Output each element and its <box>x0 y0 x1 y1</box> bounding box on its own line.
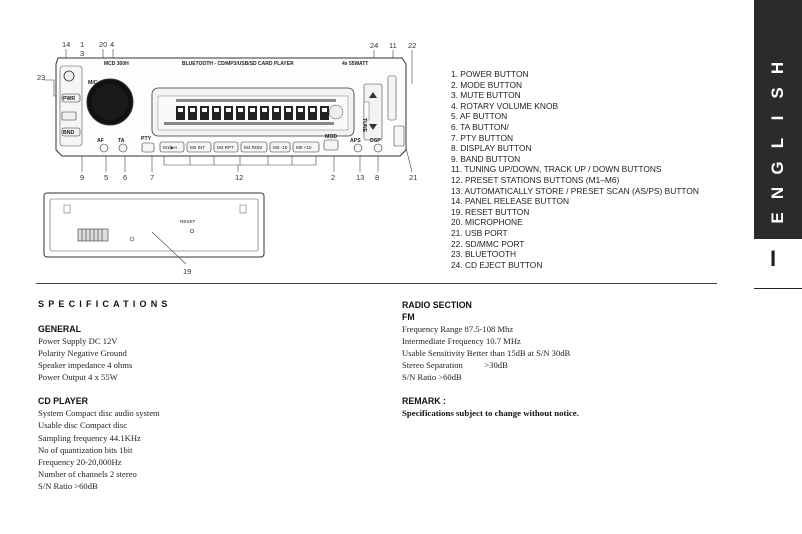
callout-23: 23 <box>37 73 46 82</box>
radio-line: Frequency Range 87.5-108 Mhz <box>402 324 514 334</box>
general-line: Polarity Negative Ground <box>38 348 127 359</box>
cd-player-line: System Compact disc audio system <box>38 408 160 419</box>
feature-item: 19. RESET BUTTON <box>451 206 530 217</box>
callout-22: 22 <box>408 41 417 50</box>
language-letter: E <box>768 212 787 224</box>
feature-item: 13. AUTOMATICALLY STORE / PRESET SCAN (A… <box>451 185 699 196</box>
cd-player-line: Usable disc Compact disc <box>38 420 128 431</box>
callout-9: 9 <box>80 173 85 182</box>
fm-subheading: FM <box>402 312 415 322</box>
general-heading: GENERAL <box>38 324 82 334</box>
radio-line: S/N Ratio >60dB <box>402 372 462 383</box>
page-rule <box>754 288 802 289</box>
feature-item: 4. ROTARY VOLUME KNOB <box>451 100 559 111</box>
cd-player-line: Number of channels 2 stereo <box>38 468 137 479</box>
feature-item: 24. CD EJECT BUTTON <box>451 259 543 270</box>
mod-label: MOD <box>325 134 337 140</box>
feature-list: 1. POWER BUTTON 2. MODE BUTTON 3. MUTE B… <box>451 69 699 270</box>
reset-leader-line <box>151 231 187 265</box>
callout-1: 1 <box>80 40 85 49</box>
faceplate-title: BLUETOOTH - CD/MP3/USB/SD CARD PLAYER <box>182 61 294 67</box>
callout-11: 11 <box>389 41 397 50</box>
callout-20: 20 <box>99 40 108 49</box>
reset-label: RESET <box>180 219 196 224</box>
cd-player-line: Sampling frequency 44.1KHz <box>38 432 141 443</box>
radio-section-heading: RADIO SECTION <box>402 300 472 310</box>
dsp-label: DSP <box>370 138 381 144</box>
feature-item: 12. PRESET STATIONS BUTTONS (M1–M6) <box>451 174 620 185</box>
specifications-left-column: SPECIFICATIONS GENERAL Power Supply DC 1… <box>38 299 172 492</box>
feature-item: 3. MUTE BUTTON <box>451 90 521 101</box>
remark-text: Specifications subject to change without… <box>402 408 579 419</box>
general-line: Power Supply DC 12V <box>38 336 118 346</box>
feature-item: 23. BLUETOOTH <box>451 249 517 260</box>
general-line: Speaker impedance 4 ohms <box>38 360 133 371</box>
cd-player-line: Frequency 20-20,000Hz <box>38 456 122 467</box>
remark-heading: REMARK : <box>402 396 446 407</box>
pty-label: PTY <box>141 136 152 142</box>
radio-line: Usable Sensitivity Better than 15dB at S… <box>402 348 571 359</box>
bnd-label: BND <box>63 130 74 136</box>
callout-14: 14 <box>62 40 71 49</box>
callout-13: 13 <box>356 173 365 182</box>
power-rating: 4x 55WATT <box>342 61 368 67</box>
callout-24: 24 <box>370 41 379 50</box>
feature-item: 2. MODE BUTTON <box>451 79 523 90</box>
feature-item: 1. POWER BUTTON <box>451 69 529 79</box>
faceplate-drawing: MCD 300H BLUETOOTH - CD/MP3/USB/SD CARD … <box>55 57 407 157</box>
cd-player-heading: CD PLAYER <box>38 396 89 407</box>
section-divider <box>36 283 717 284</box>
callout-4: 4 <box>110 40 115 49</box>
callout-19: 19 <box>183 267 192 276</box>
page-number: I <box>770 246 777 271</box>
preset-button-1: M1/▶II <box>163 145 177 150</box>
mic-label: MIC <box>88 80 98 86</box>
ta-label: TA <box>118 138 125 144</box>
callout-5: 5 <box>104 173 109 182</box>
preset-button-6: M6 +10 <box>296 145 312 150</box>
feature-item: 20. MICROPHONE <box>451 217 523 228</box>
feature-item: 8. DISPLAY BUTTON <box>451 143 532 154</box>
preset-button-2: M2 INT <box>190 145 205 150</box>
model-label: MCD 300H <box>104 61 129 67</box>
feature-item: 22. SD/MMC PORT <box>451 238 525 249</box>
specifications-title: SPECIFICATIONS <box>38 299 172 309</box>
callout-21: 21 <box>409 173 418 182</box>
callout-2: 2 <box>331 173 336 182</box>
general-line: Power Output 4 x 55W <box>38 372 118 383</box>
preset-button-3: M3 RPT <box>217 145 234 150</box>
feature-item: 7. PTY BUTTON <box>451 132 514 143</box>
tune-label: TUNE <box>361 118 367 133</box>
language-tab: H S I L G N E <box>754 0 802 239</box>
preset-button-5: M5 -10 <box>273 145 288 150</box>
cd-player-line: S/N Ratio >60dB <box>38 480 98 491</box>
radio-line: Stereo Separation >30dB <box>402 360 508 371</box>
feature-item: 9. BAND BUTTON <box>451 153 521 164</box>
cd-player-line: No of quantization bits 1bit <box>38 444 133 455</box>
feature-item: 5. AF BUTTON <box>451 111 508 122</box>
callout-12: 12 <box>235 173 244 182</box>
pwr-label: PWR <box>63 96 75 102</box>
feature-item: 6. TA BUTTON/ <box>451 121 509 132</box>
panel-back-drawing: RESET <box>43 192 265 258</box>
af-label: AF <box>97 138 104 144</box>
callout-3: 3 <box>80 49 85 58</box>
feature-item: 21. USB PORT <box>451 227 508 238</box>
specifications-right-column: RADIO SECTION FM Frequency Range 87.5-10… <box>402 299 579 419</box>
feature-item: 14. PANEL RELEASE BUTTON <box>451 196 570 207</box>
feature-item: 11. TUNING UP/DOWN, TRACK UP / DOWN BUTT… <box>451 164 662 175</box>
radio-line: Intermediate Frequency 10.7 MHz <box>402 336 521 347</box>
aps-label: APS <box>350 138 361 144</box>
preset-button-4: M4 RDM <box>244 145 262 150</box>
callout-8: 8 <box>375 173 380 182</box>
callout-6: 6 <box>123 173 128 182</box>
callout-7: 7 <box>150 173 155 182</box>
